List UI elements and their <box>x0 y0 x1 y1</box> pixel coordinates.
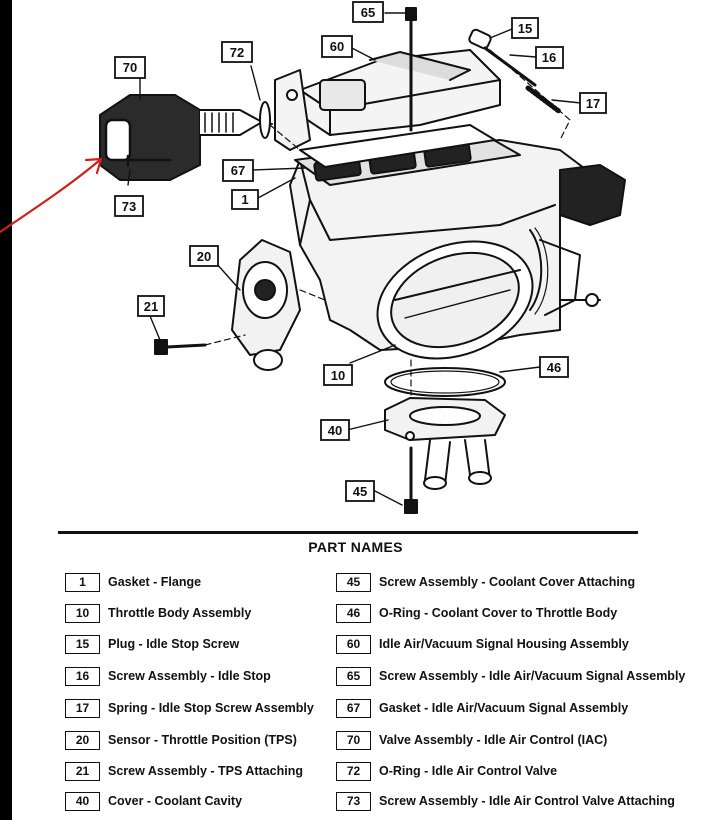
black-edge-strip <box>0 0 12 820</box>
part-number-box: 17 <box>65 698 100 718</box>
part-name: Idle Air/Vacuum Signal Housing Assembly <box>379 637 629 651</box>
part-row: 1 Gasket - Flange <box>65 572 201 592</box>
part-row: 21 Screw Assembly - TPS Attaching <box>65 761 303 781</box>
callout-17: 17 <box>586 96 600 111</box>
callout-10: 10 <box>331 368 345 383</box>
part-number-box: 21 <box>65 761 100 781</box>
part-name: Spring - Idle Stop Screw Assembly <box>108 701 314 715</box>
exploded-view-diagram: 65 60 15 16 17 70 72 67 1 73 20 21 10 46… <box>0 1 626 514</box>
part-row: 10 Throttle Body Assembly <box>65 603 251 623</box>
part-row: 17 Spring - Idle Stop Screw Assembly <box>65 698 314 718</box>
callout-67: 67 <box>231 163 245 178</box>
part-row: 72 O-Ring - Idle Air Control Valve <box>336 761 557 781</box>
callout-20: 20 <box>197 249 211 264</box>
callout-72: 72 <box>230 45 244 60</box>
part-number-box: 46 <box>336 603 371 623</box>
part-row: 16 Screw Assembly - Idle Stop <box>65 666 271 686</box>
parts-list-title: PART NAMES <box>308 539 403 555</box>
callout-60: 60 <box>330 39 344 54</box>
part-name: Screw Assembly - Idle Air Control Valve … <box>379 794 675 808</box>
part-name: Throttle Body Assembly <box>108 606 252 620</box>
callout-70: 70 <box>123 60 137 75</box>
part-name: Screw Assembly - TPS Attaching <box>108 764 303 778</box>
part-row: 65 Screw Assembly - Idle Air/Vacuum Signa… <box>336 666 685 686</box>
part-number-box: 20 <box>65 730 100 750</box>
part-row: 70 Valve Assembly - Idle Air Control (IAC… <box>336 730 607 750</box>
part-row: 67 Gasket - Idle Air/Vacuum Signal Assemb… <box>336 698 628 718</box>
callout-73: 73 <box>122 199 136 214</box>
callout-16: 16 <box>542 50 556 65</box>
part-name: Valve Assembly - Idle Air Control (IAC) <box>379 733 608 747</box>
part-name: Screw Assembly - Coolant Cover Attaching <box>379 575 636 589</box>
part-name: O-Ring - Idle Air Control Valve <box>379 764 558 778</box>
callout-40: 40 <box>328 423 342 438</box>
part-name: Plug - Idle Stop Screw <box>108 637 240 651</box>
callout-46: 46 <box>547 360 561 375</box>
part-number-box: 73 <box>336 791 371 811</box>
part-number-box: 15 <box>65 634 100 654</box>
part-name: Gasket - Flange <box>108 575 202 589</box>
part-number-box: 16 <box>65 666 100 686</box>
part-row: 15 Plug - Idle Stop Screw <box>65 634 239 654</box>
part-row: 40 Cover - Coolant Cavity <box>65 791 242 811</box>
part-name: O-Ring - Coolant Cover to Throttle Body <box>379 606 618 620</box>
part-name: Screw Assembly - Idle Stop <box>108 669 271 683</box>
callout-15: 15 <box>518 21 532 36</box>
part-number-box: 10 <box>65 603 100 623</box>
part-number-box: 1 <box>65 572 100 592</box>
part-row: 73 Screw Assembly - Idle Air Control Valv… <box>336 791 675 811</box>
part-number-box: 45 <box>336 572 371 592</box>
part-number-box: 60 <box>336 634 371 654</box>
callout-65: 65 <box>361 5 375 20</box>
part-name: Gasket - Idle Air/Vacuum Signal Assembly <box>379 701 629 715</box>
part-number-box: 65 <box>336 666 371 686</box>
part-number-box: 67 <box>336 698 371 718</box>
callout-21: 21 <box>144 299 158 314</box>
part-row: 46 O-Ring - Coolant Cover to Throttle Bod… <box>336 603 617 623</box>
red-annotation-arrow <box>0 157 103 234</box>
part-name: Screw Assembly - Idle Air/Vacuum Signal … <box>379 669 686 683</box>
part-number-box: 70 <box>336 730 371 750</box>
part-number-box: 72 <box>336 761 371 781</box>
part-name: Cover - Coolant Cavity <box>108 794 243 808</box>
part-name: Sensor - Throttle Position (TPS) <box>108 733 297 747</box>
callout-45: 45 <box>353 484 367 499</box>
part-number-box: 40 <box>65 791 100 811</box>
callout-1: 1 <box>241 192 248 207</box>
part-row: 45 Screw Assembly - Coolant Cover Attachi… <box>336 572 635 592</box>
section-divider <box>58 531 638 534</box>
part-row: 60 Idle Air/Vacuum Signal Housing Assembl… <box>336 634 629 654</box>
part-row: 20 Sensor - Throttle Position (TPS) <box>65 730 297 750</box>
